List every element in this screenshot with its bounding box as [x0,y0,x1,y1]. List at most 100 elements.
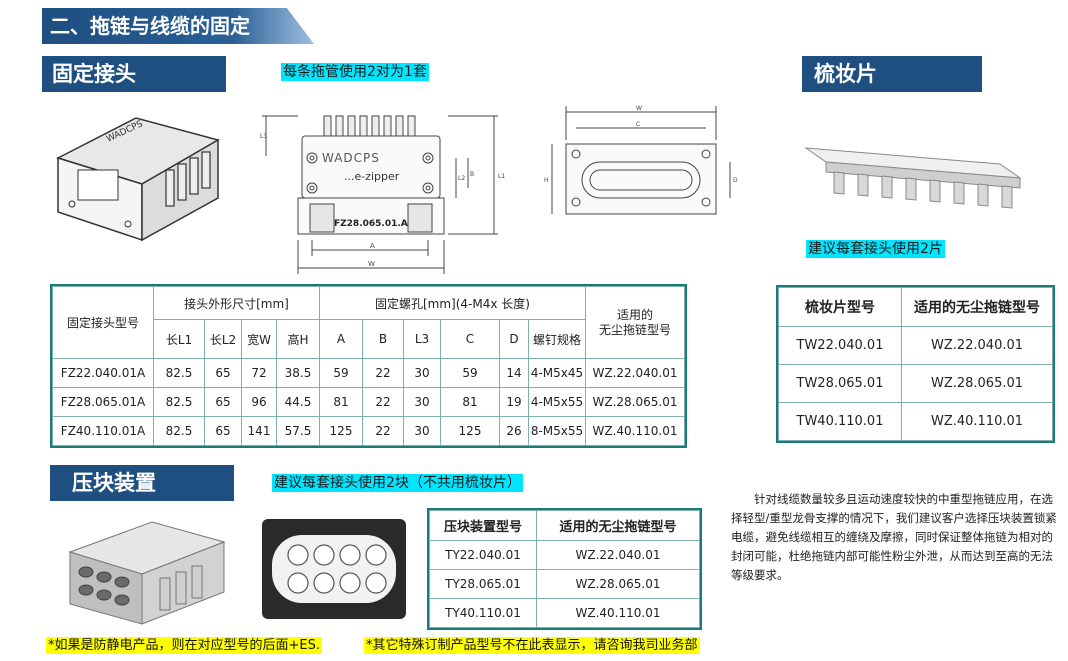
cell: 82.5 [153,416,205,446]
table-row: TY40.110.01 WZ.40.110.01 [429,598,700,628]
svg-text:H: H [544,177,549,184]
cell: 19 [499,387,529,417]
cell: TW22.040.01 [778,326,902,365]
svg-text:D: D [733,177,738,184]
cell: TY28.065.01 [429,569,537,599]
cell: 44.5 [276,387,320,417]
fixed-joint-table: 固定接头型号 接头外形尺寸[mm] 固定螺孔[mm](4-M4x 长度) 适用的… [52,286,685,446]
sub-l1: 长L1 [153,319,205,359]
cell: TW28.065.01 [778,364,902,403]
cell: TY40.110.01 [429,598,537,628]
table-row: TW22.040.01 WZ.22.040.01 [778,326,1053,365]
drawing-brand: WADCPS [322,151,380,165]
cell: FZ22.040.01A [52,358,154,388]
sub-w: 宽W [241,319,277,359]
cell: 22 [362,416,404,446]
col-model: 固定接头型号 [52,286,154,359]
cell: 141 [241,416,277,446]
cell: 30 [403,416,441,446]
col-chain: 适用的 无尘拖链型号 [585,286,685,359]
sub-screw: 螺钉规格 [528,319,586,359]
comb-col-model: 梳妆片型号 [778,287,902,327]
cell: WZ.28.065.01 [901,364,1053,403]
table-row: TY28.065.01 WZ.28.065.01 [429,569,700,599]
sub-l2: 长L2 [204,319,242,359]
sub-a: A [319,319,363,359]
sub-b: B [362,319,404,359]
cell: WZ.22.040.01 [901,326,1053,365]
svg-text:W: W [368,260,375,268]
table-row: TW40.110.01 WZ.40.110.01 [778,402,1053,441]
cell: 81 [319,387,363,417]
cell: 8-M5x55 [528,416,586,446]
fixed-joint-header: 固定接头 [42,56,226,92]
svg-text:B: B [470,171,474,178]
table-row: TY22.040.01 WZ.22.040.01 [429,540,700,570]
cell: WZ.40.110.01 [901,402,1053,441]
col-dims: 接头外形尺寸[mm] [153,286,320,320]
svg-text:A: A [370,242,375,250]
section-title: 二、拖链与线缆的固定 [42,8,314,44]
cell: 59 [440,358,500,388]
cell: 22 [362,358,404,388]
cell: WZ.22.040.01 [585,358,685,388]
clamp-col-model: 压块装置型号 [429,510,537,541]
fixed-joint-side-drawing: W C H D [544,105,738,215]
clamp-header: 压块装置 [50,465,234,501]
cell: 22 [362,387,404,417]
drawing-model: FZ28.065.01.A [334,219,408,229]
cell: 26 [499,416,529,446]
cell: 96 [241,387,277,417]
cell: WZ.28.065.01 [585,387,685,417]
cell: 125 [440,416,500,446]
cell: 30 [403,387,441,417]
cell: WZ.22.040.01 [536,540,700,570]
comb-photo [804,147,1022,209]
cell: 82.5 [153,387,205,417]
comb-header: 梳妆片 [802,56,982,92]
cell: 82.5 [153,358,205,388]
footnote-custom: *其它特殊订制产品型号不在此表显示，请咨询我司业务部 [364,637,700,654]
cell: 125 [319,416,363,446]
table-row: FZ28.065.01A 82.5 65 96 44.5 81 22 30 81… [52,387,685,417]
svg-text:L2: L2 [458,175,465,182]
cell: 81 [440,387,500,417]
fixed-joint-front-drawing: A W L3 L1 L2 B WADCPS ...e-zipper FZ28.0… [260,115,505,274]
footnote-antistatic: *如果是防静电产品，则在对应型号的后面+ES. [46,637,322,654]
fixed-joint-photo: WADCPS [56,117,220,242]
col-holes: 固定螺孔[mm](4-M4x 长度) [319,286,586,320]
comb-note: 建议每套接头使用2片 [806,240,945,258]
svg-text:C: C [636,121,640,128]
cell: 65 [204,387,242,417]
cell: 30 [403,358,441,388]
cell: 4-M5x55 [528,387,586,417]
table-row: FZ22.040.01A 82.5 65 72 38.5 59 22 30 59… [52,358,685,388]
sub-c: C [440,319,500,359]
cell: 4-M5x45 [528,358,586,388]
pair-note: 每条拖管使用2对为1套 [281,63,429,81]
clamp-table: 压块装置型号 适用的无尘拖链型号 TY22.040.01 WZ.22.040.0… [429,510,700,628]
svg-text:W: W [636,105,642,112]
cell: 59 [319,358,363,388]
clamp-photo [68,521,226,625]
drawing-sub: ...e-zipper [344,170,400,183]
cell: 72 [241,358,277,388]
sub-l3: L3 [403,319,441,359]
comb-col-chain: 适用的无尘拖链型号 [901,287,1053,327]
cell: 57.5 [276,416,320,446]
table-row: FZ40.110.01A 82.5 65 141 57.5 125 22 30 … [52,416,685,446]
cell: FZ40.110.01A [52,416,154,446]
cell: 65 [204,416,242,446]
clamp-insert-photo [262,519,406,619]
cell: TY22.040.01 [429,540,537,570]
table-row: TW28.065.01 WZ.28.065.01 [778,364,1053,403]
description: 针对线缆数量较多且运动速度较快的中重型拖链应用，在选择轻型/重型龙骨支撑的情况下… [731,492,1057,582]
cell: WZ.40.110.01 [585,416,685,446]
sub-h: 高H [276,319,320,359]
cell: FZ28.065.01A [52,387,154,417]
cell: TW40.110.01 [778,402,902,441]
cell: 38.5 [276,358,320,388]
comb-table: 梳妆片型号 适用的无尘拖链型号 TW22.040.01 WZ.22.040.01… [778,287,1053,441]
clamp-note: 建议每套接头使用2块（不共用梳妆片） [272,474,523,492]
svg-text:L3: L3 [260,133,267,140]
